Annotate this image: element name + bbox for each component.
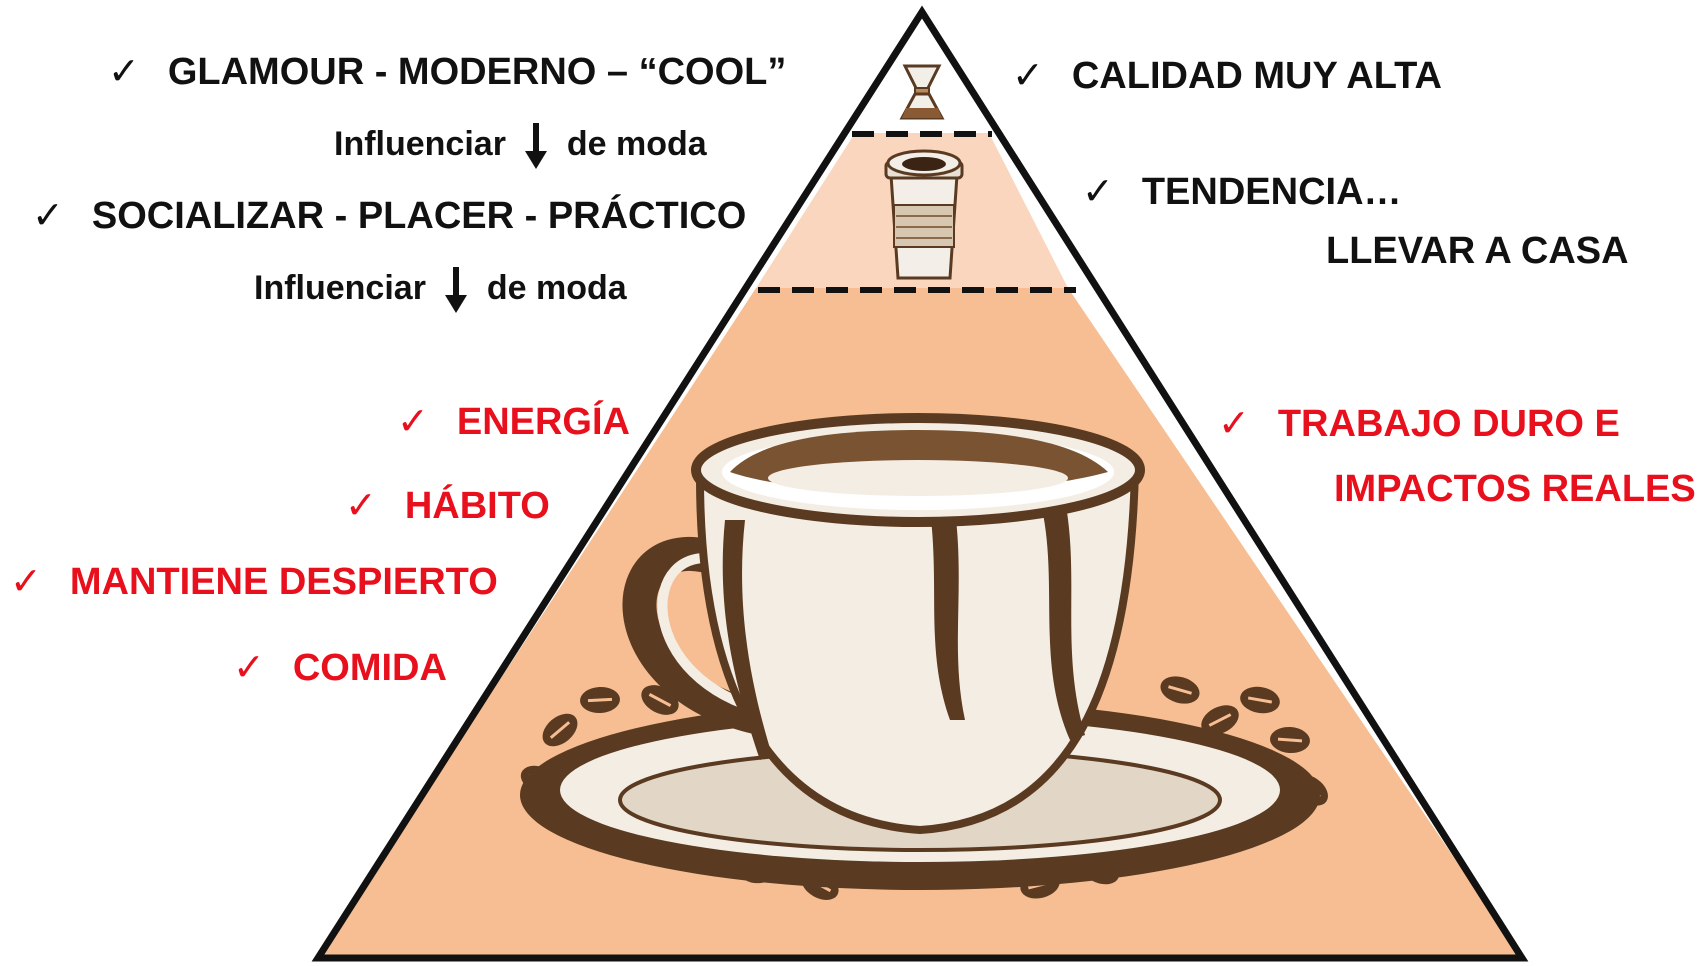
down-arrow-icon bbox=[445, 267, 468, 313]
coffee-bean-crease bbox=[1247, 696, 1273, 704]
left-bottom-item-despierto: ✓MANTIENE DESPIERTO bbox=[10, 559, 498, 603]
coffee-bean-crease bbox=[1168, 685, 1192, 695]
check-icon: ✓ bbox=[233, 645, 265, 689]
check-icon: ✓ bbox=[1012, 53, 1044, 97]
down-arrow-icon bbox=[525, 123, 548, 169]
right-middle-label-line2: LLEVAR A CASA bbox=[1326, 230, 1629, 272]
check-icon: ✓ bbox=[397, 399, 429, 443]
check-icon: ✓ bbox=[1082, 169, 1114, 213]
coffee-bean-crease bbox=[1277, 737, 1303, 743]
coffee-bean-crease bbox=[1208, 713, 1232, 727]
right-bottom-label-line2: IMPACTOS REALES bbox=[1334, 468, 1696, 510]
check-icon: ✓ bbox=[32, 193, 64, 237]
check-icon: ✓ bbox=[10, 559, 42, 603]
left-bottom-item-energia: ✓ENERGÍA bbox=[397, 399, 630, 443]
coffee-cup-and-saucer-icon bbox=[520, 413, 1329, 900]
pour-over-coffee-maker-icon bbox=[899, 64, 945, 120]
pyramid-outline bbox=[311, 5, 1529, 962]
left-top-label: ✓GLAMOUR - MODERNO – “COOL” bbox=[108, 49, 787, 93]
check-icon: ✓ bbox=[1218, 401, 1250, 445]
right-top-label: ✓CALIDAD MUY ALTA bbox=[1012, 53, 1442, 97]
coffee-bean-crease bbox=[549, 721, 571, 739]
influence-note-2: Influenciar de moda bbox=[254, 267, 627, 313]
right-bottom-label-line1: ✓TRABAJO DURO E bbox=[1218, 401, 1620, 445]
influence-note-1: Influenciar de moda bbox=[334, 123, 707, 169]
coffee-bean-crease bbox=[648, 693, 672, 707]
coffee-bean-crease bbox=[587, 697, 613, 703]
check-icon: ✓ bbox=[345, 483, 377, 527]
right-middle-label-line1: ✓TENDENCIA… bbox=[1082, 169, 1402, 213]
check-icon: ✓ bbox=[108, 49, 140, 93]
takeaway-coffee-cup-icon bbox=[884, 149, 964, 280]
left-middle-label: ✓SOCIALIZAR - PLACER - PRÁCTICO bbox=[32, 193, 747, 237]
left-bottom-item-comida: ✓COMIDA bbox=[233, 645, 447, 689]
left-bottom-item-habito: ✓HÁBITO bbox=[345, 483, 550, 527]
